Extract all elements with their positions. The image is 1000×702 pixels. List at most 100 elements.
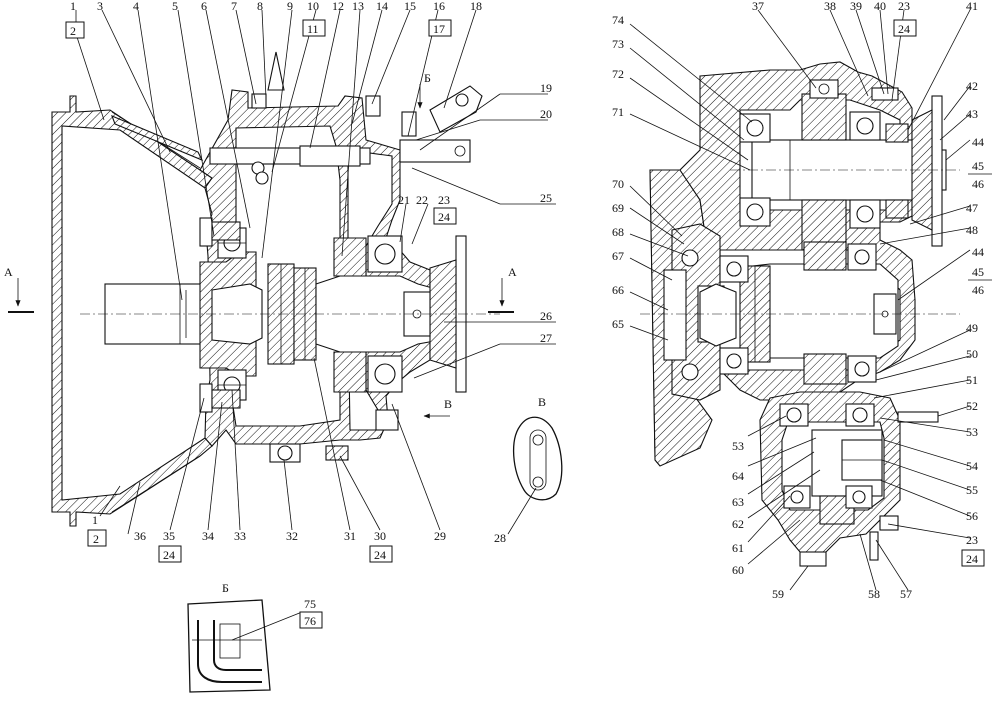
left-assembly-view: А А Б В xyxy=(4,51,517,527)
callout-38: 38 xyxy=(824,0,836,13)
callout-44b: 44 xyxy=(972,245,984,259)
callout-49: 49 xyxy=(966,321,978,335)
callout-30: 30 xyxy=(374,529,386,543)
callout-52: 52 xyxy=(966,399,978,413)
callouts-right-top: 37 38 39 40 23 24 41 xyxy=(752,0,978,37)
callout-74: 74 xyxy=(612,13,624,27)
leader-lines xyxy=(75,9,971,641)
callout-37: 37 xyxy=(752,0,764,13)
bearing-upper-left xyxy=(739,113,771,227)
callout-71: 71 xyxy=(612,105,624,119)
view-b-title: Б xyxy=(222,581,229,595)
callout-59: 59 xyxy=(772,587,784,601)
callout-62: 62 xyxy=(732,517,744,531)
callout-46b: 46 xyxy=(972,283,984,297)
callout-55: 55 xyxy=(966,483,978,497)
callout-16: 16 xyxy=(433,0,445,13)
section-a-right-label: А xyxy=(508,265,517,279)
callout-76: 76 xyxy=(304,614,316,628)
callout-26: 26 xyxy=(540,309,552,323)
callout-31: 31 xyxy=(344,529,356,543)
callout-60: 60 xyxy=(732,563,744,577)
callout-18: 18 xyxy=(470,0,482,13)
callout-11: 11 xyxy=(307,22,319,36)
callout-1: 1 xyxy=(70,0,76,13)
callout-10: 10 xyxy=(307,0,319,13)
callout-53b: 53 xyxy=(732,439,744,453)
callout-24c: 24 xyxy=(374,548,386,562)
callout-64: 64 xyxy=(732,469,744,483)
callout-13: 13 xyxy=(352,0,364,13)
bearing-right-bottom xyxy=(367,355,403,393)
callout-6: 6 xyxy=(201,0,207,13)
callout-23b: 23 xyxy=(898,0,910,13)
callout-53a: 53 xyxy=(966,425,978,439)
callout-5: 5 xyxy=(172,0,178,13)
callout-15: 15 xyxy=(404,0,416,13)
callout-7: 7 xyxy=(231,0,237,13)
callout-65: 65 xyxy=(612,317,624,331)
callout-48: 48 xyxy=(966,223,978,237)
callout-54: 54 xyxy=(966,459,978,473)
callout-22: 22 xyxy=(416,193,428,207)
callout-17: 17 xyxy=(433,22,445,36)
callout-69: 69 xyxy=(612,201,624,215)
callout-23c: 23 xyxy=(966,533,978,547)
callout-72: 72 xyxy=(612,67,624,81)
section-a-left-label: А xyxy=(4,265,13,279)
callouts-left-top: 1 2 3 4 5 6 7 8 9 10 11 12 13 14 15 16 1… xyxy=(65,0,482,39)
callout-36: 36 xyxy=(134,529,146,543)
callout-42: 42 xyxy=(966,79,978,93)
callout-58: 58 xyxy=(868,587,880,601)
callout-61: 61 xyxy=(732,541,744,555)
callout-73: 73 xyxy=(612,37,624,51)
callout-20: 20 xyxy=(540,107,552,121)
callout-24e: 24 xyxy=(966,552,978,566)
callouts-right-right: 42 43 44 45 46 47 48 44 45 46 49 50 51 5… xyxy=(961,79,992,567)
right-assembly-view xyxy=(640,61,960,567)
callout-9: 9 xyxy=(287,0,293,13)
callout-21: 21 xyxy=(398,193,410,207)
callout-25: 25 xyxy=(540,191,552,205)
callouts-right-left: 74 73 72 71 70 69 68 67 66 65 xyxy=(612,13,624,331)
callout-51: 51 xyxy=(966,373,978,387)
callout-57: 57 xyxy=(900,587,912,601)
callout-39: 39 xyxy=(850,0,862,13)
callout-33: 33 xyxy=(234,529,246,543)
callout-70: 70 xyxy=(612,177,624,191)
callout-23a: 23 xyxy=(438,193,450,207)
callout-43: 43 xyxy=(966,107,978,121)
callouts-view-b: 75 76 xyxy=(299,597,323,629)
callout-29: 29 xyxy=(434,529,446,543)
callout-28: 28 xyxy=(494,531,506,545)
callout-67: 67 xyxy=(612,249,624,263)
callout-50: 50 xyxy=(966,347,978,361)
bearing-upper-right xyxy=(849,111,881,229)
callout-41: 41 xyxy=(966,0,978,13)
callouts-left-right: 19 20 25 21 22 23 24 26 27 xyxy=(398,81,552,345)
callout-3: 3 xyxy=(97,0,103,13)
callout-24a: 24 xyxy=(438,210,450,224)
callout-24d: 24 xyxy=(898,22,910,36)
callout-34: 34 xyxy=(202,529,214,543)
callout-1b: 1 xyxy=(92,513,98,527)
section-b-top-label: Б xyxy=(424,71,431,85)
callout-46a: 46 xyxy=(972,177,984,191)
callouts-left-bottom: 1 2 36 35 24 34 33 32 31 30 24 29 28 xyxy=(87,513,506,563)
callout-35: 35 xyxy=(163,529,175,543)
callout-27: 27 xyxy=(540,331,552,345)
callout-45b: 45 xyxy=(972,265,984,279)
callout-45a: 45 xyxy=(972,159,984,173)
callout-2b: 2 xyxy=(93,532,99,546)
view-v-detail: В xyxy=(512,395,563,501)
view-b-detail: Б xyxy=(187,581,271,693)
callout-32: 32 xyxy=(286,529,298,543)
callout-44a: 44 xyxy=(972,135,984,149)
bearing-right-top xyxy=(367,235,403,273)
callout-56: 56 xyxy=(966,509,978,523)
callout-63: 63 xyxy=(732,495,744,509)
callout-24b: 24 xyxy=(163,548,175,562)
callout-68: 68 xyxy=(612,225,624,239)
view-v-arrow-label: В xyxy=(444,397,452,411)
